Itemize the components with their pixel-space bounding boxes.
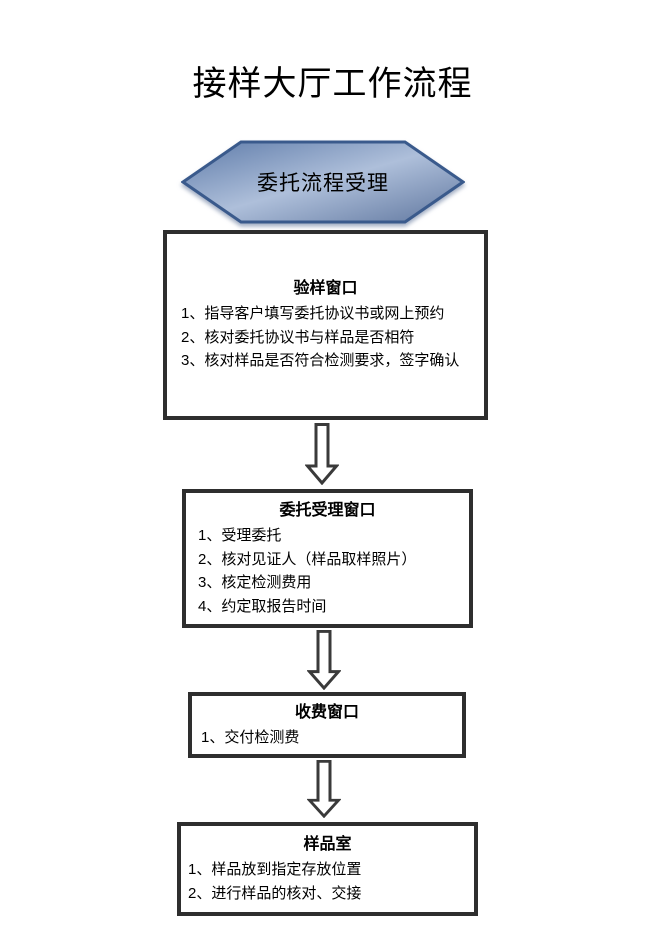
- down-arrow-icon: [307, 630, 341, 690]
- step-box-sample-room: 样品室 1、样品放到指定存放位置 2、进行样品的核对、交接: [177, 822, 478, 916]
- page-title: 接样大厅工作流程: [192, 65, 473, 103]
- down-arrow-icon: [307, 760, 341, 818]
- step-box-sample-inspection-window: 验样窗口 1、指导客户填写委托协议书或网上预约 2、核对委托协议书与样品是否相符…: [163, 230, 488, 420]
- step-box-commission-acceptance-window: 委托受理窗口 1、受理委托 2、核对见证人（样品取样照片） 3、核定检测费用 4…: [182, 489, 473, 628]
- box-item: 4、约定取报告时间: [198, 597, 327, 615]
- box-item: 1、指导客户填写委托协议书或网上预约: [181, 305, 445, 323]
- box-title: 委托受理窗口: [279, 502, 376, 519]
- box-item: 2、核对委托协议书与样品是否相符: [181, 328, 415, 346]
- box-title: 收费窗口: [294, 703, 359, 721]
- box-item: 2、进行样品的核对、交接: [188, 884, 362, 902]
- box-title: 验样窗口: [293, 280, 358, 298]
- start-node-hexagon: 委托流程受理: [181, 139, 465, 225]
- start-node-label: 委托流程受理: [257, 172, 389, 195]
- box-item: 3、核定检测费用: [198, 574, 312, 591]
- box-item: 1、受理委托: [198, 527, 282, 544]
- box-item: 1、交付检测费: [201, 728, 300, 746]
- down-arrow-icon: [305, 423, 339, 485]
- box-item: 2、核对见证人（样品取样照片）: [198, 550, 417, 568]
- box-item: 3、核对样品是否符合检测要求，签字确认: [181, 352, 460, 370]
- hexagon-shape-icon: [181, 140, 465, 224]
- box-title: 样品室: [303, 836, 352, 853]
- box-item: 1、样品放到指定存放位置: [188, 861, 362, 878]
- step-box-payment-window: 收费窗口 1、交付检测费: [188, 692, 466, 758]
